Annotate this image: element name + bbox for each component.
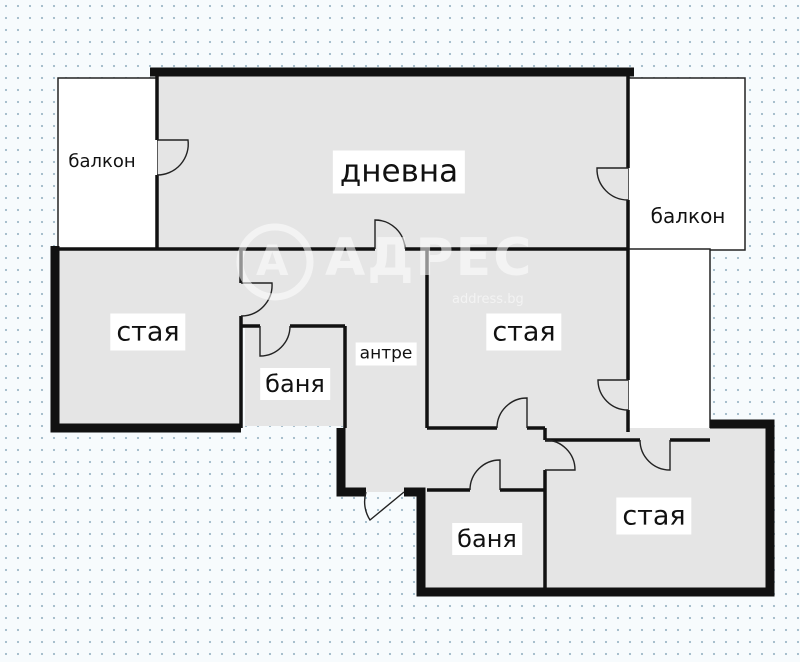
- door-bath-top: [259, 325, 291, 357]
- room-label-bath-top: баня: [260, 368, 330, 400]
- outer-walls: [50, 67, 775, 597]
- watermark-domain: address.bg: [452, 292, 524, 307]
- door-balcony-bottom: [639, 439, 671, 471]
- door-room-left: [240, 282, 273, 317]
- door-living: [374, 219, 406, 250]
- room-label-room-left: стая: [110, 313, 186, 351]
- room-label-balcony-right: балкон: [645, 202, 731, 230]
- watermark-logo-icon: [236, 223, 314, 301]
- door-room-center-bottom: [496, 397, 528, 429]
- room-label-balcony-left: балкон: [64, 150, 140, 174]
- door-room-center-right: [597, 379, 629, 411]
- door-bath-bottom: [469, 459, 501, 491]
- corridor-area: [427, 428, 547, 490]
- door-corridor: [544, 439, 576, 471]
- room-label-living: дневна: [332, 150, 466, 194]
- balcony-right-lower: [627, 248, 711, 430]
- room-label-room-center: стая: [486, 313, 562, 351]
- door-balcony-left: [156, 139, 189, 176]
- door-entrance: [363, 491, 405, 522]
- door-balcony-right: [596, 167, 629, 201]
- room-label-room-bottom-right: стая: [616, 497, 692, 535]
- room-label-bath-bottom: баня: [452, 523, 522, 555]
- door-swings: [156, 139, 671, 522]
- watermark-logo-letter: А: [256, 236, 289, 285]
- room-label-hall: антре: [355, 342, 417, 366]
- watermark-brand: АДРЕС: [325, 228, 534, 288]
